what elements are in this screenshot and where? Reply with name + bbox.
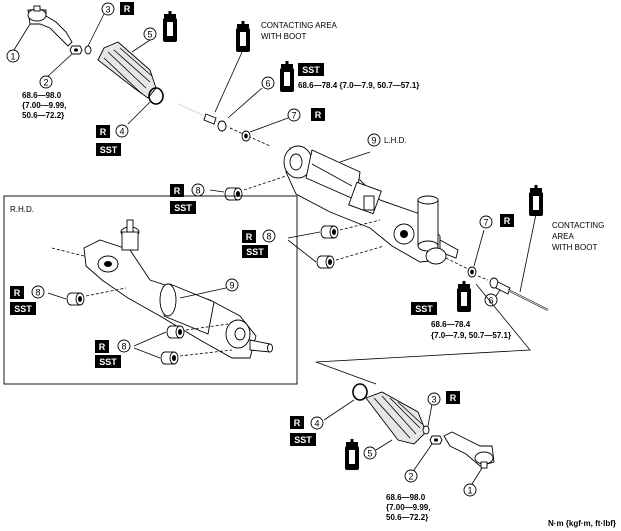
tie-rod-nut-bottom: 2 68.6—98.0 {7.00—9.99, 50.6—72.2} [386,435,443,522]
svg-text:R: R [246,232,253,242]
svg-text:8: 8 [266,232,271,242]
tie-rod-end-top: 1 [6,5,73,63]
svg-text:68.6—78.4 {7.0—7.9, 50.7—57.1}: 68.6—78.4 {7.0—7.9, 50.7—57.1} [298,81,419,90]
svg-text:CONTACTING: CONTACTING [552,221,604,230]
svg-text:CONTACTING AREA: CONTACTING AREA [261,21,338,30]
svg-text:8: 8 [35,288,40,298]
mount-bushing-lhd-lower: R 8 SST [242,219,385,269]
svg-text:SST: SST [174,203,192,213]
svg-text:{7.0—7.9, 50.7—57.1}: {7.0—7.9, 50.7—57.1} [431,331,511,340]
svg-text:6: 6 [488,296,493,306]
svg-text:R: R [504,216,511,226]
boot-clip-bottom: 3 R [422,391,460,435]
svg-text:50.6—72.2}: 50.6—72.2} [386,513,428,522]
svg-text:68.6—98.0: 68.6—98.0 [386,493,426,502]
svg-text:WITH BOOT: WITH BOOT [261,32,306,41]
mount-bushing-rhd-upper: R 8 SST [10,285,127,315]
tie-rod-right-callout: 6 SST 68.6—78.4 {7.0—7.9, 50.7—57.1} [411,281,511,340]
svg-text:R: R [124,4,131,14]
svg-text:SST: SST [415,304,433,314]
boot-clamp-bottom: R 4 SST [290,383,368,446]
grease-icon [163,11,177,42]
svg-text:R: R [14,288,21,298]
tie-rod-nut-top: 2 68.6—98.0 {7.00—9.99, 50.6—72.2} [22,45,83,120]
boot-clamp-top: R 4 SST [96,87,164,156]
svg-text:4: 4 [314,419,319,429]
grease-icon [236,21,250,52]
callout-1-top: 1 [10,52,15,62]
svg-text:L.H.D.: L.H.D. [384,136,407,145]
svg-text:WITH BOOT: WITH BOOT [552,243,597,252]
mount-bushing-rhd-lower: R 8 SST [95,323,233,368]
steering-gear-housing-rhd: 9 [51,219,273,359]
tie-rod-top-callout: 6 SST 68.6—78.4 {7.0—7.9, 50.7—57.1} [227,61,419,119]
svg-text:R.H.D.: R.H.D. [10,205,34,214]
svg-text:AREA: AREA [552,232,574,241]
tie-rod-end-bottom: 1 [443,431,495,497]
svg-text:68.6—98.0: 68.6—98.0 [22,91,62,100]
svg-text:2: 2 [408,472,413,482]
svg-text:R: R [174,186,181,196]
svg-text:1: 1 [467,486,472,496]
boot-bottom: 5 [363,391,427,460]
svg-text:9: 9 [371,136,376,146]
svg-text:68.6—78.4: 68.6—78.4 [431,320,471,329]
grease-icon [345,439,359,470]
svg-text:7: 7 [291,111,296,121]
steering-gear-housing-lhd: 9 L.H.D. [283,133,471,271]
svg-text:3: 3 [431,395,436,405]
boot-clip-top: 3 R [84,2,134,55]
tie-rod-right [477,275,549,311]
washer-right: 7 R [467,214,514,278]
svg-text:SST: SST [302,65,320,75]
svg-text:4: 4 [119,127,124,137]
rhd-inset-frame [3,195,298,385]
svg-text:2: 2 [43,78,48,88]
svg-text:8: 8 [195,186,200,196]
svg-text:SST: SST [246,247,264,257]
svg-text:SST: SST [100,145,118,155]
svg-text:5: 5 [147,30,152,40]
svg-text:R: R [294,418,301,428]
tie-rod-top [177,103,271,147]
svg-text:50.6—72.2}: 50.6—72.2} [22,111,64,120]
torque-units-note: N·m {kgf·m, ft·lbf} [548,519,616,528]
grease-icon [529,185,543,216]
svg-text:R: R [100,127,107,137]
svg-text:R: R [315,110,322,120]
svg-text:SST: SST [14,304,32,314]
boot-top: 5 [97,27,157,99]
svg-text:6: 6 [265,79,270,89]
svg-text:SST: SST [99,357,117,367]
svg-text:SST: SST [294,435,312,445]
svg-text:7: 7 [483,218,488,228]
svg-text:R: R [450,393,457,403]
svg-text:9: 9 [229,281,234,291]
washer-top: 7 R [241,108,325,142]
svg-text:R: R [99,342,106,352]
mount-bushing-upper: R 8 SST [170,175,287,214]
svg-text:{7.00—9.99,: {7.00—9.99, [386,503,430,512]
svg-text:5: 5 [367,449,372,459]
svg-text:{7.00—9.99,: {7.00—9.99, [22,101,66,110]
svg-text:3: 3 [105,5,110,15]
svg-text:8: 8 [121,342,126,352]
